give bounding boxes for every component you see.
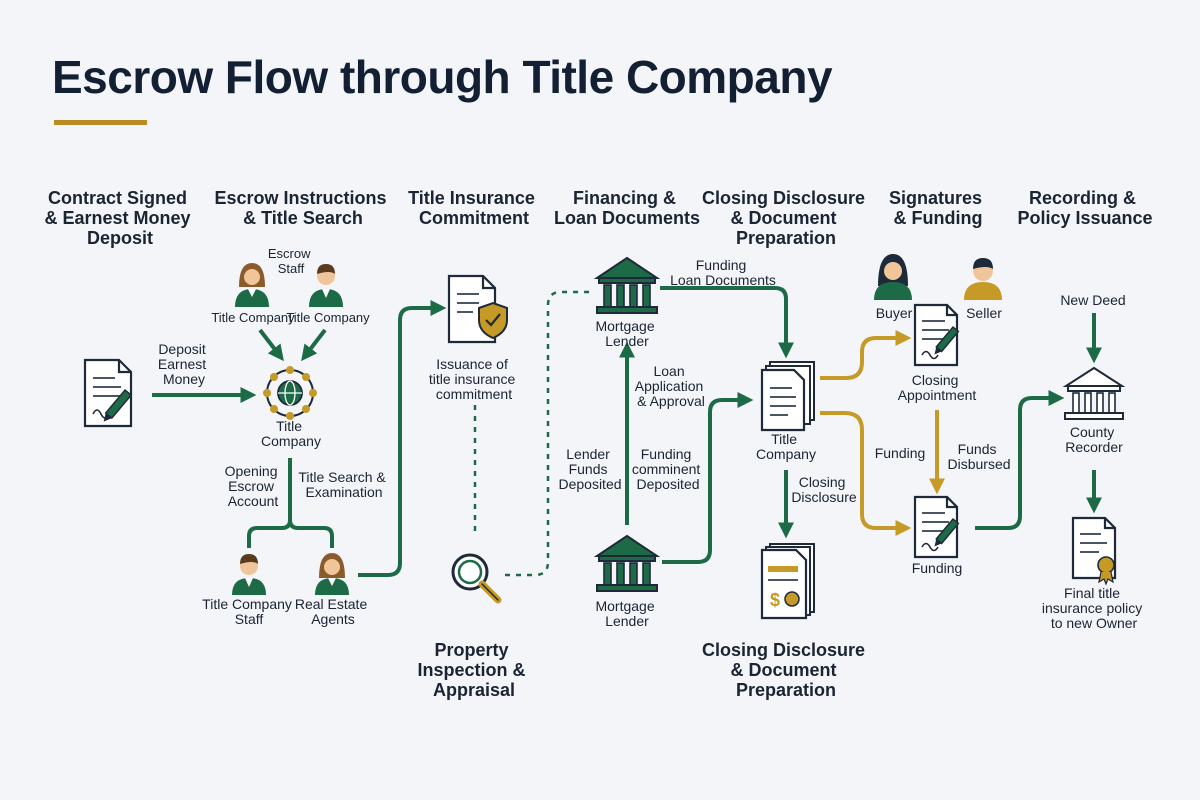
stage-header-closing-disclosure: Closing Disclosure & Document Preparatio… xyxy=(702,188,870,248)
arrow-lender-funds xyxy=(662,392,754,564)
edge-lender-funds-deposited: Lender Funds Deposited xyxy=(558,446,621,492)
title-company-left-label: Title Company xyxy=(211,310,295,325)
final-policy-label: Final title insurance policy to new Owne… xyxy=(1042,585,1146,631)
final-policy-document-icon xyxy=(1071,516,1117,586)
arrow-funding-loan-docs xyxy=(660,286,794,359)
edge-opening-escrow-account: Opening Escrow Account xyxy=(225,463,282,509)
title-company-staff-icon xyxy=(232,554,266,595)
mortgage-lender-bottom-label: Mortgage Lender xyxy=(595,598,658,629)
stage-header-title-insurance: Title Insurance Commitment xyxy=(408,188,540,228)
arrow-branch-right xyxy=(288,519,334,548)
signed-contract-icon xyxy=(83,358,133,428)
dash-inspection-lender xyxy=(505,290,595,577)
closing-disclosure-document-icon: $ xyxy=(760,543,815,620)
closing-disclosure-bottom-label: Closing Disclosure & Document Preparatio… xyxy=(702,640,870,700)
funding-document-icon xyxy=(913,495,960,559)
edge-labels: Deposit Earnest Money Opening Escrow Acc… xyxy=(158,257,1011,509)
bank-icon-bottom xyxy=(593,534,661,592)
title-company-staff-label: Title Company Staff xyxy=(202,596,296,627)
buyer-icon xyxy=(874,254,912,300)
escrow-staff-label: Escrow Staff xyxy=(268,246,314,276)
female-staff-icon xyxy=(235,263,269,307)
edge-title-search-examination: Title Search & Examination xyxy=(298,469,389,500)
title-company-right-label: Title Company xyxy=(286,310,370,325)
commitment-document-icon xyxy=(447,274,508,344)
document-stack-icon xyxy=(760,361,815,432)
county-recorder-icon xyxy=(1062,366,1126,420)
arrow-staff-left xyxy=(258,328,284,362)
closing-appointment-document-icon xyxy=(913,303,960,367)
new-deed-label: New Deed xyxy=(1060,292,1125,308)
edge-closing-disclosure: Closing Disclosure xyxy=(791,474,857,505)
arrow-to-closing-appointment xyxy=(820,330,912,380)
edge-funding-loan-documents: Funding Loan Documents xyxy=(670,257,776,288)
stage-header-signatures: Signatures & Funding xyxy=(889,188,987,228)
svg-text:$: $ xyxy=(770,590,780,610)
stage-header-recording: Recording & Policy Issuance xyxy=(1017,188,1152,228)
mortgage-lender-top-label: Mortgage Lender xyxy=(595,318,658,349)
real-estate-agents-label: Real Estate Agents xyxy=(295,596,371,627)
edge-loan-application: Loan Application & Approval xyxy=(635,363,707,409)
arrow-staff-right xyxy=(301,328,327,362)
closing-appointment-label: Closing Appointment xyxy=(898,372,977,403)
stage-headers: Contract Signed & Earnest Money Deposit … xyxy=(44,188,1152,248)
arrow-to-funding xyxy=(820,411,912,536)
buyer-label: Buyer xyxy=(876,305,913,321)
seller-label: Seller xyxy=(966,305,1002,321)
arrow-to-recorder xyxy=(975,390,1065,530)
stage-header-financing: Financing & Loan Documents xyxy=(554,188,700,228)
commitment-label: Issuance of title insurance commitment xyxy=(429,356,519,402)
edge-funding: Funding xyxy=(875,445,926,461)
page-title: Escrow Flow through Title Company xyxy=(52,51,833,103)
title-underline xyxy=(54,120,147,125)
title-company-hub-icon xyxy=(263,366,317,420)
edge-funding-comminent-deposited: Funding comminent Deposited xyxy=(632,446,704,492)
real-estate-agent-icon xyxy=(315,553,349,595)
title-company-closing-label: Title Company xyxy=(756,431,816,462)
arrow-to-commitment xyxy=(358,300,447,577)
connectors xyxy=(152,286,1102,577)
stage-header-contract: Contract Signed & Earnest Money Deposit xyxy=(44,188,195,248)
stage-header-escrow: Escrow Instructions & Title Search xyxy=(214,188,391,228)
property-inspection-label: Property Inspection & Appraisal xyxy=(417,640,530,700)
funding-document-label: Funding xyxy=(912,560,963,576)
edge-funds-disbursed: Funds Disbursed xyxy=(947,441,1010,472)
bank-icon-top xyxy=(593,256,661,314)
male-staff-icon xyxy=(309,264,343,307)
county-recorder-label: County Recorder xyxy=(1065,424,1123,455)
node-labels: Escrow Staff Title Company Title Company… xyxy=(202,246,1146,700)
edge-deposit-earnest-money: Deposit Earnest Money xyxy=(158,341,210,387)
seller-icon xyxy=(964,258,1002,300)
title-company-hub-label: Title Company xyxy=(261,418,321,449)
magnifier-icon xyxy=(451,553,502,604)
